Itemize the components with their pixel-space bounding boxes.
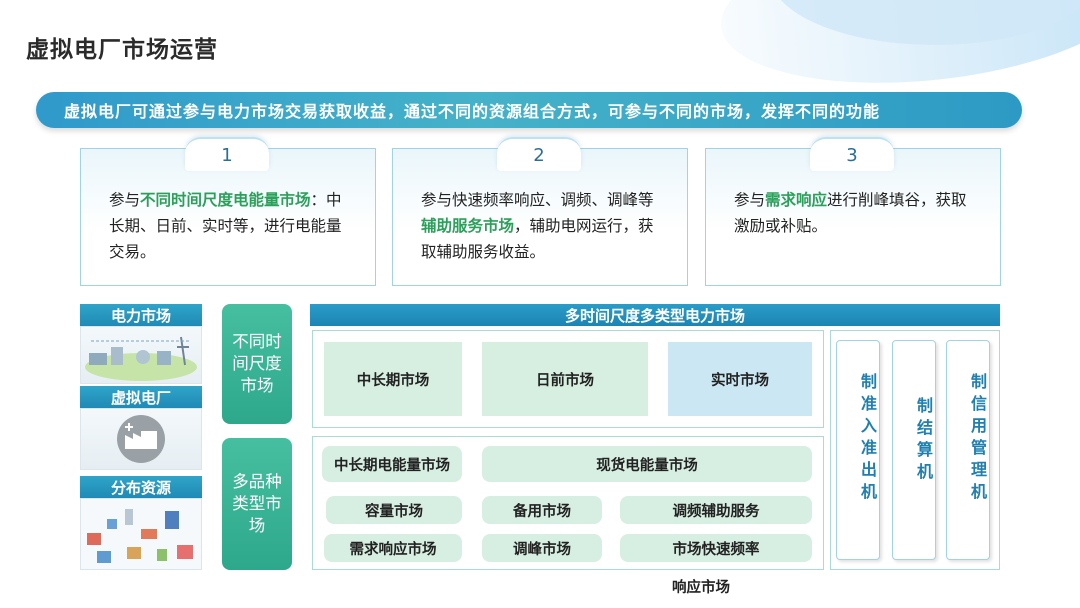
mechanism-settlement: 制结算机 (892, 340, 936, 560)
market-demand-response: 需求响应市场 (324, 534, 462, 562)
card-text-pre: 参与 (734, 191, 766, 209)
time-scale-frame (312, 330, 824, 428)
summary-banner-text: 虚拟电厂可通过参与电力市场交易获取收益，通过不同的资源组合方式，可参与不同的市场… (64, 102, 881, 121)
card-text-post: 进行削峰填谷，获取激励或补贴。 (734, 191, 967, 235)
market-fast-frequency: 市场快速频率 (620, 534, 812, 562)
card-energy-market: 1 参与不同时间尺度电能量市场：中长期、日前、实时等，进行电能量交易。 (80, 137, 376, 286)
market-real-time: 实时市场 (668, 342, 812, 416)
card-number: 1 (185, 137, 269, 171)
power-market-label: 电力市场 (80, 304, 202, 326)
card-number: 2 (497, 137, 581, 171)
vpp-label: 虚拟电厂 (80, 386, 202, 408)
mechanism-access: 制准入准出机 (836, 340, 880, 560)
summary-banner: 虚拟电厂可通过参与电力市场交易获取收益，通过不同的资源组合方式，可参与不同的市场… (36, 92, 1022, 128)
distributed-illustration (80, 498, 202, 570)
card-text: 参与快速频率响应、调频、调峰等辅助服务市场，辅助电网运行，获取辅助服务收益。 (421, 187, 667, 265)
market-capacity: 容量市场 (326, 496, 462, 524)
card-demand-response: 3 参与需求响应进行削峰填谷，获取激励或补贴。 (705, 137, 1001, 286)
mechanism-frame (830, 330, 1000, 570)
market-spot-energy: 现货电能量市场 (482, 446, 812, 482)
market-day-ahead: 日前市场 (482, 342, 648, 416)
multi-type-frame (312, 436, 824, 570)
mechanism-settlement-text: 制结算机 (914, 397, 933, 485)
card-text: 参与需求响应进行削峰填谷，获取激励或补贴。 (734, 187, 980, 239)
market-peak-regulation: 调峰市场 (482, 534, 602, 562)
card-text: 参与不同时间尺度电能量市场：中长期、日前、实时等，进行电能量交易。 (109, 187, 355, 265)
card-ancillary-market: 2 参与快速频率响应、调频、调峰等辅助服务市场，辅助电网运行，获取辅助服务收益。 (392, 137, 688, 286)
card-text-highlight: 辅助服务市场 (421, 217, 515, 235)
card-text-pre: 参与快速频率响应、调频、调峰等 (421, 191, 654, 209)
fast-frequency-footnote: 响应市场 (672, 580, 730, 596)
card-text-highlight: 需求响应 (765, 191, 828, 209)
mechanism-credit: 制信用管理机 (946, 340, 990, 560)
market-mid-long: 中长期市场 (324, 342, 462, 416)
power-grid-illustration (80, 326, 202, 384)
card-text-pre: 参与 (109, 191, 141, 209)
distributed-label: 分布资源 (80, 476, 202, 498)
card-text-post: ：中长期、日前、实时等，进行电能量交易。 (109, 191, 342, 261)
card-number: 3 (810, 137, 894, 171)
vpp-illustration (80, 408, 202, 470)
market-frequency-regulation: 调频辅助服务 (620, 496, 812, 524)
markets-header: 多时间尺度多类型电力市场 (310, 304, 1000, 326)
category-time-scale: 不同时间尺度市场 (222, 304, 292, 424)
mechanism-access-text: 制准入准出机 (858, 373, 877, 505)
market-reserve: 备用市场 (482, 496, 602, 524)
page-title: 虚拟电厂市场运营 (26, 37, 218, 63)
mechanism-credit-text: 制信用管理机 (968, 373, 987, 505)
card-text-post: ，辅助电网运行，获取辅助服务收益。 (421, 217, 654, 261)
category-multi-type: 多品种类型市场 (222, 438, 292, 570)
card-text-highlight: 不同时间尺度电能量市场 (140, 191, 311, 209)
market-mid-long-energy: 中长期电能量市场 (322, 446, 462, 482)
